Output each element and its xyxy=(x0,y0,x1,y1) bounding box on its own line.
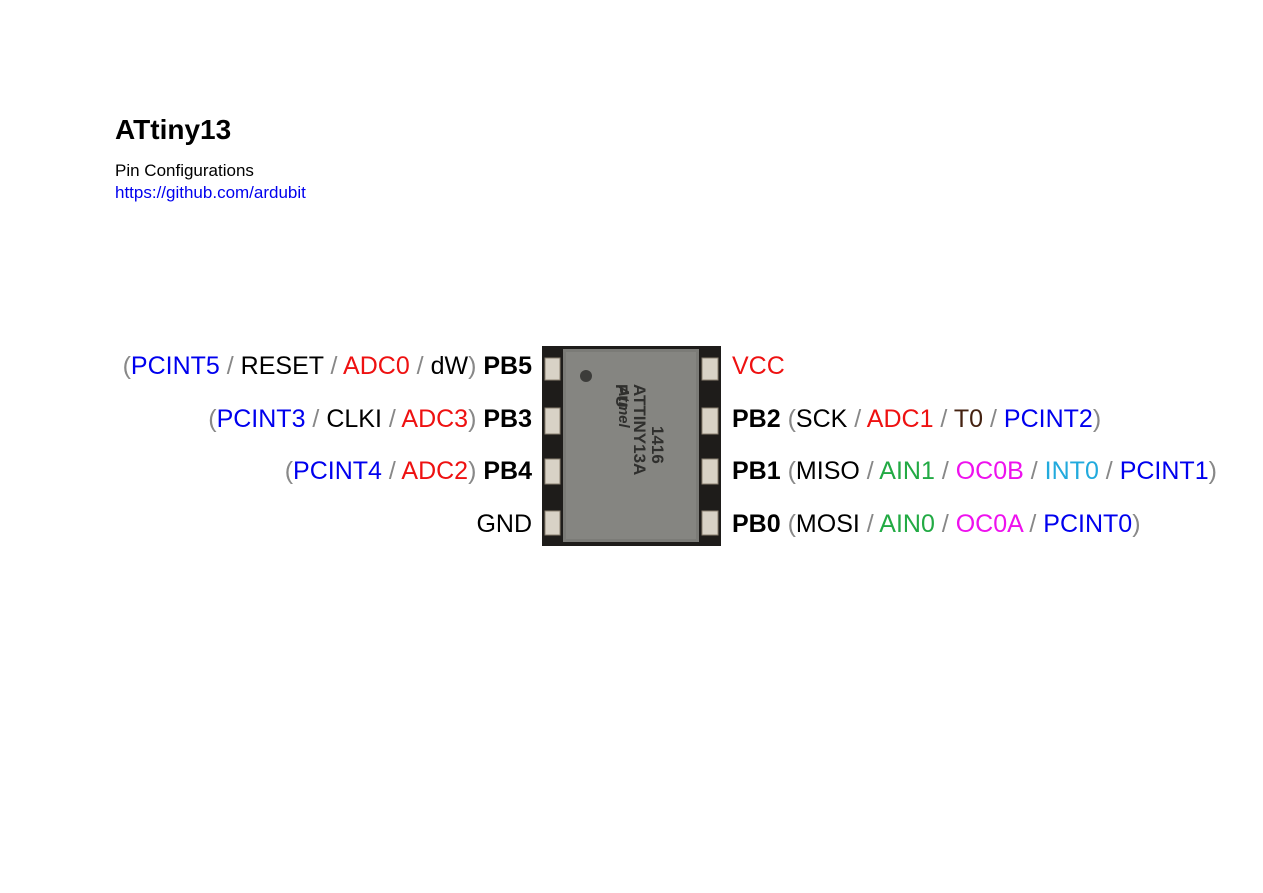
pin-row-pb4: (PCINT4 / ADC2) PB4 xyxy=(285,456,532,486)
pin-function-int0: INT0 xyxy=(1044,457,1099,485)
pin-function-t0: T0 xyxy=(953,405,984,433)
pin-name-pb4: PB4 xyxy=(483,457,532,485)
pin-name-vcc: VCC xyxy=(732,352,785,380)
paren-close: ) xyxy=(468,352,477,380)
pin-function-pcint3: PCINT3 xyxy=(216,405,306,433)
separator: / xyxy=(859,510,880,538)
separator: / xyxy=(409,352,431,380)
pin-name-pb1: PB1 xyxy=(732,457,781,485)
pin-function-ain1: AIN1 xyxy=(879,457,935,485)
separator: / xyxy=(1022,510,1044,538)
separator: / xyxy=(859,457,880,485)
separator: / xyxy=(381,457,402,485)
separator: / xyxy=(1098,457,1120,485)
pin-function-dw: dW xyxy=(430,352,469,380)
separator: / xyxy=(305,405,327,433)
paren-open: ( xyxy=(787,510,796,538)
pin-function-pcint5: PCINT5 xyxy=(130,352,220,380)
pin-name-pb3: PB3 xyxy=(483,405,532,433)
pin-function-clki: CLKI xyxy=(326,405,382,433)
page-subtitle: Pin Configurations xyxy=(115,161,254,180)
pin-row-pb1: PB1 (MISO / AIN1 / OC0B / INT0 / PCINT1) xyxy=(732,456,1217,486)
paren-open: ( xyxy=(787,457,796,485)
pin-name-gnd: GND xyxy=(476,510,532,538)
page-title: ATtiny13 xyxy=(115,114,232,145)
pin-function-reset: RESET xyxy=(240,352,324,380)
attiny13-chip-image: Atmel 1416 ATTINY13A PU xyxy=(542,346,721,546)
separator: / xyxy=(323,352,344,380)
separator: / xyxy=(934,457,956,485)
separator: / xyxy=(934,510,956,538)
pin-function-sck: SCK xyxy=(795,405,848,433)
pin-function-miso: MISO xyxy=(795,457,860,485)
pin-function-adc1: ADC1 xyxy=(866,405,934,433)
paren-close: ) xyxy=(468,457,477,485)
pin1-dot-icon xyxy=(580,370,592,382)
separator: / xyxy=(933,405,954,433)
atmel-logo-icon: Atmel xyxy=(615,385,632,429)
paren-open: ( xyxy=(284,457,294,485)
paren-open: ( xyxy=(208,405,217,433)
pin-row-gnd: GND xyxy=(476,509,532,539)
separator: / xyxy=(381,405,402,433)
separator: / xyxy=(983,405,1004,433)
chip-marking-3: PU xyxy=(612,384,631,408)
pin-function-adc2: ADC2 xyxy=(401,457,469,485)
paren-open: ( xyxy=(122,352,131,380)
pin-function-oc0b: OC0B xyxy=(955,457,1024,485)
pin-function-pcint2: PCINT2 xyxy=(1003,405,1093,433)
pin-function-pcint1: PCINT1 xyxy=(1119,457,1209,485)
chip-left-pins xyxy=(544,357,561,536)
separator: / xyxy=(847,405,867,433)
pin-function-mosi: MOSI xyxy=(795,510,860,538)
chip-right-pins xyxy=(701,357,719,536)
chip-marking-2: ATTINY13A xyxy=(630,384,649,475)
pin-row-pb5: (PCINT5 / RESET / ADC0 / dW) PB5 xyxy=(123,351,532,381)
paren-close: ) xyxy=(468,405,477,433)
pin-name-pb2: PB2 xyxy=(732,405,781,433)
pin-function-adc0: ADC0 xyxy=(343,352,410,380)
paren-open: ( xyxy=(787,405,796,433)
paren-close: ) xyxy=(1092,405,1102,433)
pin-function-adc3: ADC3 xyxy=(401,405,469,433)
separator: / xyxy=(1023,457,1045,485)
pin-function-pcint0: PCINT0 xyxy=(1043,510,1133,538)
pin-function-ain0: AIN0 xyxy=(879,510,935,538)
pin-row-vcc: VCC xyxy=(732,351,785,381)
separator: / xyxy=(219,352,241,380)
github-link[interactable]: https://github.com/ardubit xyxy=(115,183,306,202)
paren-close: ) xyxy=(1208,457,1217,485)
pin-row-pb2: PB2 (SCK / ADC1 / T0 / PCINT2) xyxy=(732,404,1101,434)
pin-function-pcint4: PCINT4 xyxy=(293,457,382,485)
pin-name-pb0: PB0 xyxy=(732,510,781,538)
pin-row-pb3: (PCINT3 / CLKI / ADC3) PB3 xyxy=(208,404,532,434)
pin-name-pb5: PB5 xyxy=(483,352,532,380)
pin-function-oc0a: OC0A xyxy=(955,510,1023,538)
chip-marking-1: 1416 xyxy=(648,426,667,464)
paren-close: ) xyxy=(1132,510,1141,538)
pin-row-pb0: PB0 (MOSI / AIN0 / OC0A / PCINT0) xyxy=(732,509,1141,539)
